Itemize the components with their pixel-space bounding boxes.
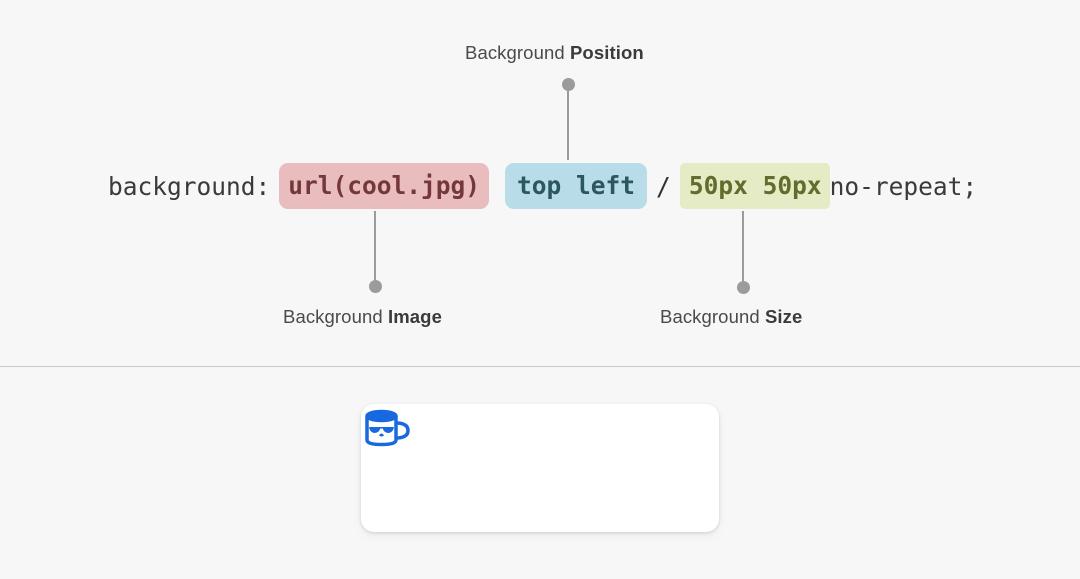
callout-image-term: Image — [387, 306, 442, 327]
callout-position-term: Position — [569, 42, 644, 63]
callout-label-size: Background Size — [660, 306, 802, 328]
callout-size-prefix: Background — [660, 306, 765, 327]
css-property-name: background: — [108, 171, 271, 201]
background-size-value[interactable]: 50px 50px — [679, 163, 830, 209]
connector-dot-image — [369, 280, 382, 293]
connector-dot-size — [737, 281, 750, 294]
background-image-value[interactable]: url(cool.jpg) — [279, 163, 490, 209]
callout-label-image: Background Image — [283, 306, 442, 328]
callout-position-prefix: Background — [465, 42, 570, 63]
callout-image-prefix: Background — [283, 306, 388, 327]
css-declaration: background: url(cool.jpg) top left / 50p… — [108, 160, 977, 212]
connector-dot-position — [562, 78, 575, 91]
background-repeat-value: no-repeat; — [829, 171, 978, 201]
connector-line-image — [374, 211, 376, 287]
preview-box — [361, 404, 719, 532]
value-separator-slash: / — [656, 171, 671, 201]
background-position-value[interactable]: top left — [505, 163, 648, 209]
cool-mug-logo-icon — [361, 404, 411, 454]
callout-label-position: Background Position — [465, 42, 644, 64]
connector-line-position — [567, 88, 569, 160]
connector-line-size — [742, 211, 744, 287]
section-divider — [0, 366, 1080, 367]
callout-size-term: Size — [764, 306, 803, 327]
